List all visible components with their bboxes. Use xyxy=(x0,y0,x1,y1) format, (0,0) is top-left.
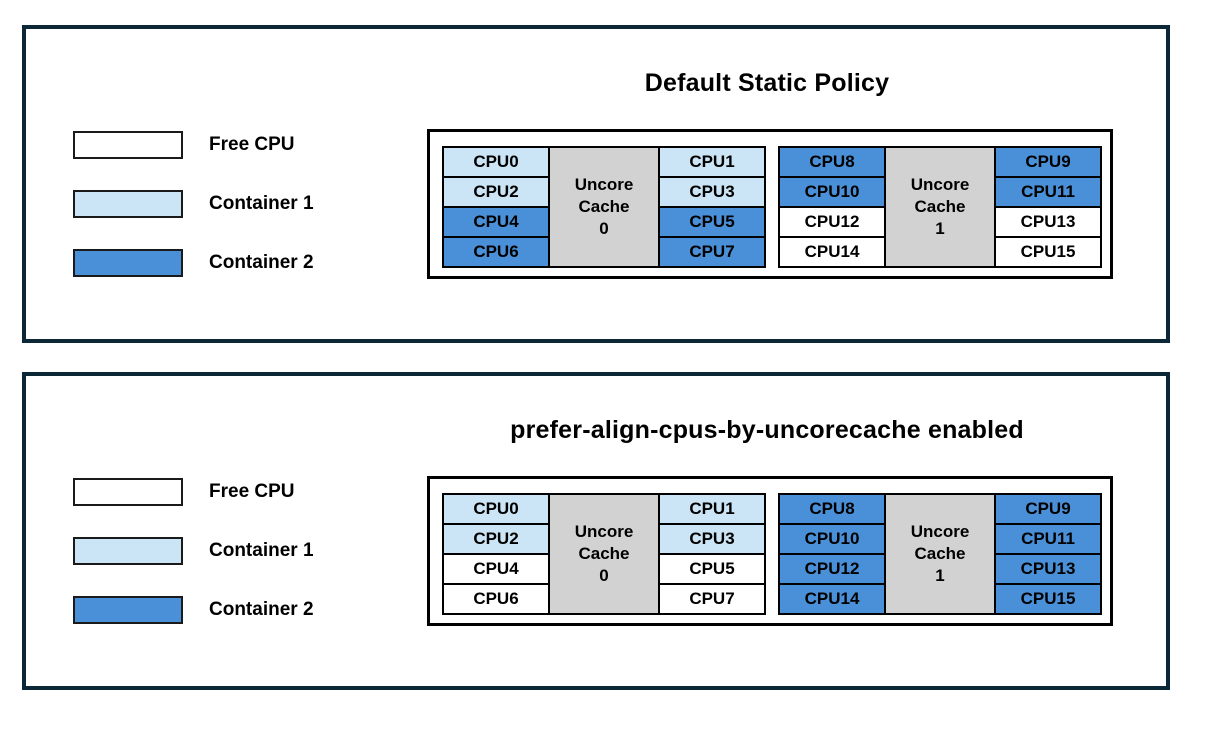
uncore-cache-label-line: Uncore xyxy=(910,521,970,541)
cpu-cell-cpu8: CPU8 xyxy=(780,148,884,176)
cpu-cell-cpu10: CPU10 xyxy=(780,178,884,206)
legend-row-container-2: Container 2 xyxy=(73,594,314,626)
legend-swatch-container-2 xyxy=(73,249,183,277)
uncore-cache-label-line: Uncore xyxy=(574,521,634,541)
legend-swatch-container-1 xyxy=(73,190,183,218)
cpu-cell-cpu12: CPU12 xyxy=(780,555,884,583)
legend-label-container-1: Container 1 xyxy=(209,540,314,561)
cpu-cell-cpu0: CPU0 xyxy=(444,495,548,523)
cpu-cell-cpu14: CPU14 xyxy=(780,238,884,266)
cpu-cell-cpu5: CPU5 xyxy=(660,555,764,583)
panel-prefer-align-cpus-by-uncorecache: prefer-align-cpus-by-uncorecache enabled… xyxy=(22,372,1170,690)
cpu-cell-cpu4: CPU4 xyxy=(444,555,548,583)
cpu-cell-cpu13: CPU13 xyxy=(996,555,1100,583)
panel-title: prefer-align-cpus-by-uncorecache enabled xyxy=(510,416,1024,444)
legend-row-container-1: Container 1 xyxy=(73,188,314,220)
panel-default-static-policy: Default Static Policy Free CPU Container… xyxy=(22,25,1170,343)
uncore-cache-label-line: 0 xyxy=(599,219,609,239)
cpu-cell-cpu14: CPU14 xyxy=(780,585,884,613)
cpu-cell-cpu6: CPU6 xyxy=(444,585,548,613)
cpu-cell-cpu7: CPU7 xyxy=(660,238,764,266)
cpu-cell-cpu6: CPU6 xyxy=(444,238,548,266)
cpu-cell-cpu15: CPU15 xyxy=(996,585,1100,613)
cpu-cell-cpu8: CPU8 xyxy=(780,495,884,523)
cpu-cell-cpu4: CPU4 xyxy=(444,208,548,236)
cpu-cell-cpu7: CPU7 xyxy=(660,585,764,613)
uncore-cache-label-line: Cache xyxy=(914,196,966,216)
cpu-cell-cpu12: CPU12 xyxy=(780,208,884,236)
cpu-cell-cpu9: CPU9 xyxy=(996,148,1100,176)
legend-label-container-1: Container 1 xyxy=(209,193,314,214)
cpu-cell-cpu3: CPU3 xyxy=(660,178,764,206)
cpu-cell-cpu1: CPU1 xyxy=(660,495,764,523)
legend-label-free-cpu: Free CPU xyxy=(209,134,295,155)
legend-row-free-cpu: Free CPU xyxy=(73,476,314,508)
legend-swatch-free-cpu xyxy=(73,131,183,159)
legend: Free CPU Container 1 Container 2 xyxy=(73,129,314,306)
uncore-cache-label-line: 0 xyxy=(599,566,609,586)
cpu-cell-cpu11: CPU11 xyxy=(996,178,1100,206)
legend-swatch-container-2 xyxy=(73,596,183,624)
cpu-cell-cpu3: CPU3 xyxy=(660,525,764,553)
cpu-cell-cpu5: CPU5 xyxy=(660,208,764,236)
legend: Free CPU Container 1 Container 2 xyxy=(73,476,314,653)
cpu-cell-cpu13: CPU13 xyxy=(996,208,1100,236)
legend-row-container-2: Container 2 xyxy=(73,247,314,279)
legend-swatch-free-cpu xyxy=(73,478,183,506)
legend-swatch-container-1 xyxy=(73,537,183,565)
uncore-cache-label-line: 1 xyxy=(935,219,945,239)
cpu-cell-cpu9: CPU9 xyxy=(996,495,1100,523)
cpu-cell-cpu2: CPU2 xyxy=(444,178,548,206)
cpu-cell-cpu2: CPU2 xyxy=(444,525,548,553)
uncore-cache-label-line: Cache xyxy=(578,543,630,563)
cpu-cell-cpu1: CPU1 xyxy=(660,148,764,176)
uncore-cache-label-line: Uncore xyxy=(574,174,634,194)
cpu-cell-cpu10: CPU10 xyxy=(780,525,884,553)
uncore-cache-label-line: Uncore xyxy=(910,174,970,194)
uncore-cache-label-line: Cache xyxy=(578,196,630,216)
legend-row-container-1: Container 1 xyxy=(73,535,314,567)
cpu-cell-cpu11: CPU11 xyxy=(996,525,1100,553)
uncore-cache-label-line: 1 xyxy=(935,566,945,586)
legend-label-free-cpu: Free CPU xyxy=(209,481,295,502)
uncore-cache-label-line: Cache xyxy=(914,543,966,563)
legend-label-container-2: Container 2 xyxy=(209,599,314,620)
cpu-cell-cpu15: CPU15 xyxy=(996,238,1100,266)
panel-title: Default Static Policy xyxy=(644,69,890,97)
cpu-cell-cpu0: CPU0 xyxy=(444,148,548,176)
legend-label-container-2: Container 2 xyxy=(209,252,314,273)
legend-row-free-cpu: Free CPU xyxy=(73,129,314,161)
